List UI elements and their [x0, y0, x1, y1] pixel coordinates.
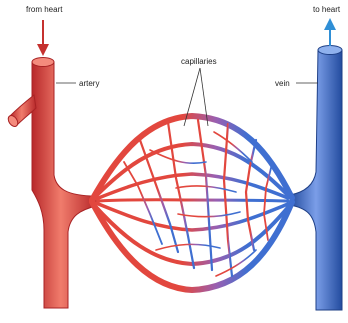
vein-vessel: [290, 46, 342, 311]
artery-opening: [32, 58, 54, 67]
to-heart-arrow: [324, 18, 336, 46]
artery-label: artery: [79, 79, 99, 88]
vein-label: vein: [275, 79, 290, 88]
artery-vessel: [6, 58, 96, 309]
vein-opening: [318, 46, 342, 55]
to-heart-label: to heart: [313, 5, 341, 14]
capillary-bed: [92, 116, 292, 290]
from-heart-arrow: [37, 20, 49, 56]
capillaries-label: capillaries: [181, 57, 217, 66]
from-heart-label: from heart: [26, 5, 63, 14]
